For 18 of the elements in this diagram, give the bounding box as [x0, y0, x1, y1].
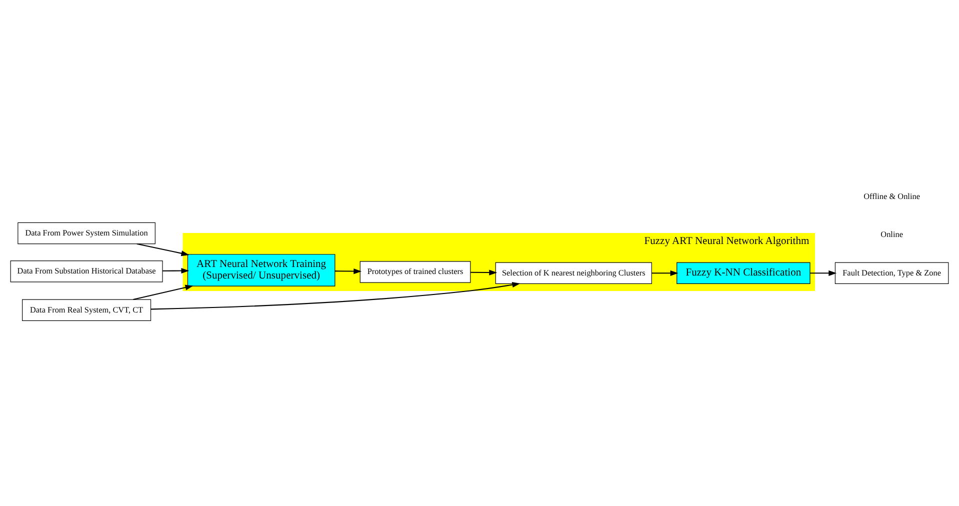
node-box: Selection of K nearest neighboring Clusters	[495, 262, 652, 284]
node-box: ART Neural Network Training (Supervised/ Unsupervised)	[187, 254, 336, 286]
label: Offline & Online	[864, 192, 920, 201]
node-box: Data From Substation Historical Database	[10, 260, 163, 282]
arrow	[652, 270, 678, 276]
arrow	[470, 269, 498, 275]
arrow	[136, 242, 190, 256]
node-box: Data From Power System Simulation	[18, 222, 156, 244]
node-box: Prototypes of trained clusters	[360, 260, 471, 282]
arrow	[162, 267, 190, 274]
arrow	[133, 284, 194, 300]
node-box: Fuzzy K-NN Classification	[676, 262, 810, 284]
arrow	[150, 282, 520, 310]
node-box: Data From Real System, CVT, CT	[22, 298, 152, 320]
node-box: Fault Detection, Type & Zone	[834, 262, 949, 284]
arrow	[810, 270, 837, 276]
arrow	[334, 268, 362, 274]
label: Online	[880, 230, 903, 239]
